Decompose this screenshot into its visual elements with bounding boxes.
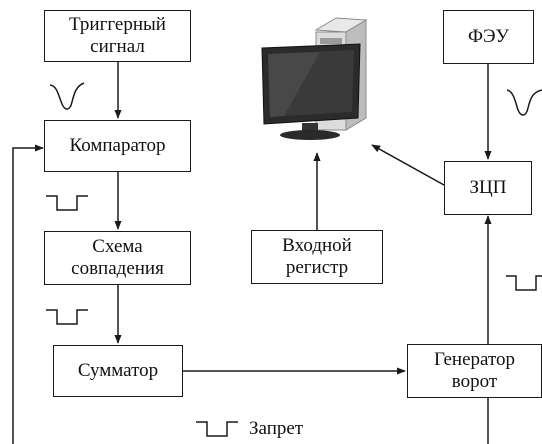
coincidence-circuit-block: Схема совпадения [44,231,191,285]
negative-pulse-icon [506,89,542,116]
adder-block: Сумматор [53,345,183,397]
arrow-adc-to-computer [371,144,445,186]
gate-pulse-icon [506,275,542,291]
inhibit-label: Запрет [249,418,304,439]
gate-pulse-icon [196,421,238,437]
computer-icon [261,17,368,140]
negative-pulse-icon [49,82,85,110]
input-register-block: Входной регистр [251,230,383,284]
pmt-block: ФЭУ [443,10,534,64]
gate-pulse-icon [46,309,88,325]
gate-generator-block: Генератор ворот [407,344,542,398]
adc-block: ЗЦП [444,161,532,215]
arrow-inhibit-feedback [12,144,44,444]
gate-pulse-icon [46,195,88,211]
comparator-block: Компаратор [44,120,191,172]
trigger-signal-block: Триггерный сигнал [44,10,191,62]
